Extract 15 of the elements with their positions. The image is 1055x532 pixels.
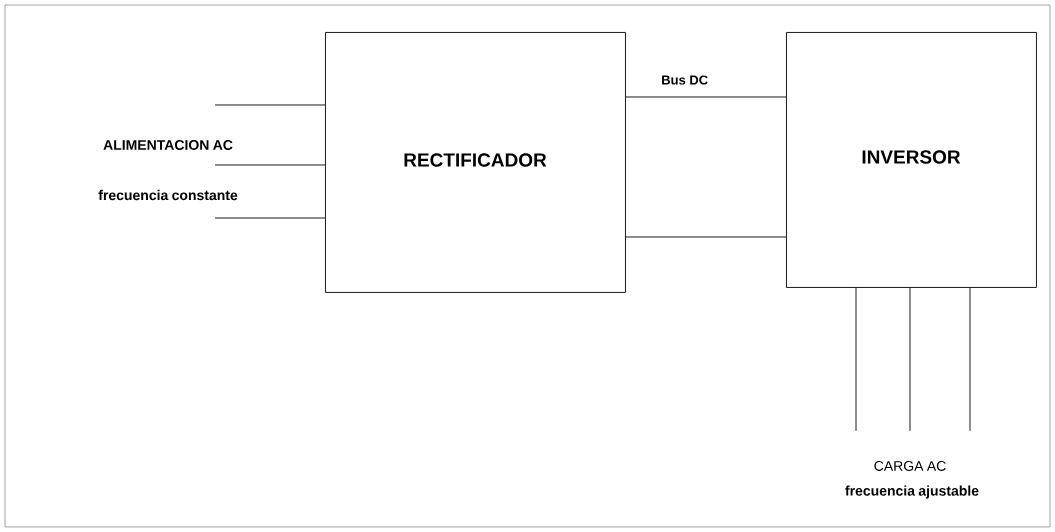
edge-label: Bus DC: [660, 74, 710, 86]
line: [214, 104, 326, 106]
line: [909, 287, 911, 432]
label: frecuencia constante: [98, 189, 238, 201]
line: [625, 236, 787, 238]
block-box: RECTIFICADOR: [325, 32, 626, 293]
line: [214, 164, 326, 166]
line: [214, 217, 326, 219]
label: CARGA AC: [874, 461, 946, 471]
line: [969, 287, 971, 432]
block-box: INVERSOR: [786, 32, 1037, 288]
line: [855, 287, 857, 432]
label: ALIMENTACION AC: [103, 140, 233, 150]
label: frecuencia ajustable: [845, 485, 979, 499]
line: [625, 96, 787, 98]
